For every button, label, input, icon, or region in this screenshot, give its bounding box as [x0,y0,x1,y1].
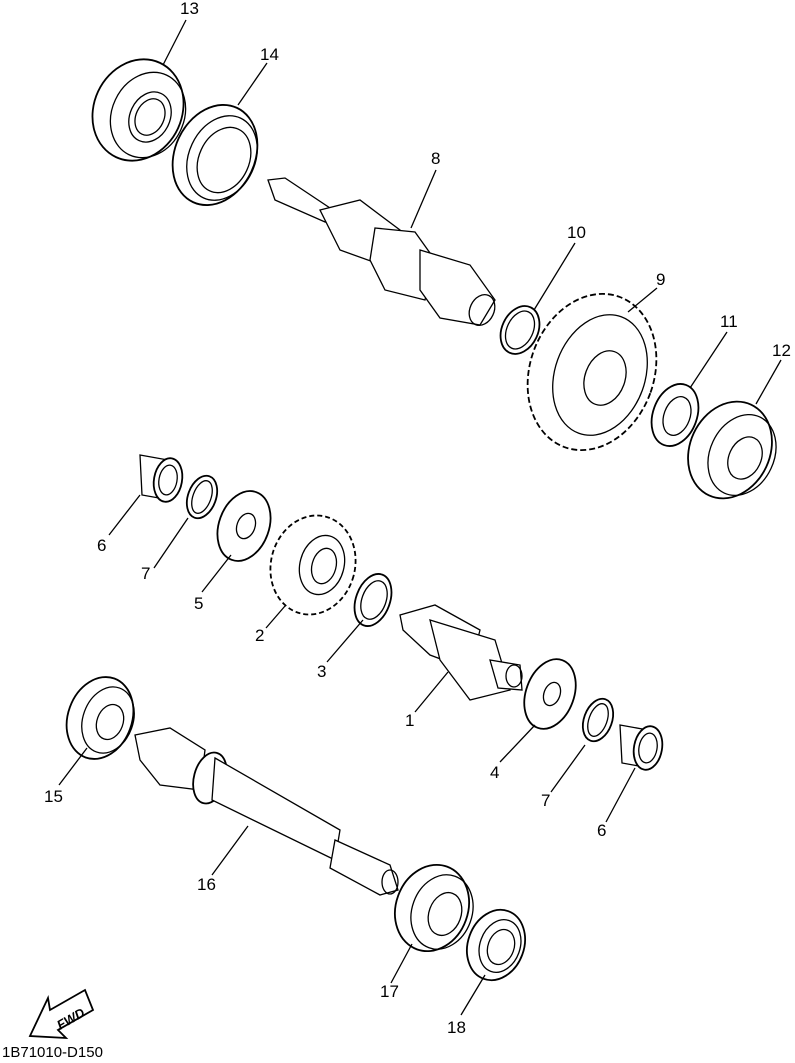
label-13: 13 [180,0,199,18]
part-7-circlip-upper [185,474,219,520]
label-11: 11 [720,312,738,331]
part-labels: 13 14 8 10 9 11 12 6 7 5 2 3 1 4 7 6 15 … [44,0,791,1037]
part-1-shaft-gear [399,604,523,701]
label-6-lower: 6 [597,821,606,840]
part-2-gear [269,514,357,616]
part-18-oil-seal [466,908,526,982]
label-2: 2 [255,626,264,645]
label-16: 16 [197,875,216,894]
part-10-circlip [499,305,541,355]
label-3: 3 [317,662,326,681]
label-7-upper: 7 [141,564,150,583]
label-10: 10 [567,223,586,242]
label-6-upper: 6 [97,536,106,555]
label-4: 4 [490,763,499,782]
part-14-oil-seal [171,104,259,206]
fwd-arrow-icon: FWD [28,988,95,1040]
label-8: 8 [431,149,440,168]
label-12: 12 [772,341,791,360]
label-15: 15 [44,787,63,806]
part-13-bearing [91,58,187,162]
part-7-circlip-lower [581,697,615,743]
label-1: 1 [405,711,414,730]
label-18: 18 [447,1018,466,1037]
part-11-washer [650,383,700,447]
part-16-drive-axle [134,727,399,896]
part-12-bearing [687,400,777,500]
catalog-code: 1B71010-D150 [2,1044,103,1061]
part-17-bearing [394,863,474,953]
part-5-washer [216,490,272,562]
part-15-bearing [65,676,135,760]
label-5: 5 [194,594,203,613]
leader-lines [58,19,782,1016]
part-8-main-axle [267,177,496,327]
label-14: 14 [260,45,279,64]
part-6-needle-bearing-lower [619,724,664,771]
part-3-washer [353,573,393,627]
label-17: 17 [380,982,399,1001]
label-7-lower: 7 [541,791,550,810]
part-6-needle-bearing-upper [139,454,184,503]
label-9: 9 [656,270,665,289]
part-4-washer [523,658,577,730]
part-9-gear [526,292,658,452]
